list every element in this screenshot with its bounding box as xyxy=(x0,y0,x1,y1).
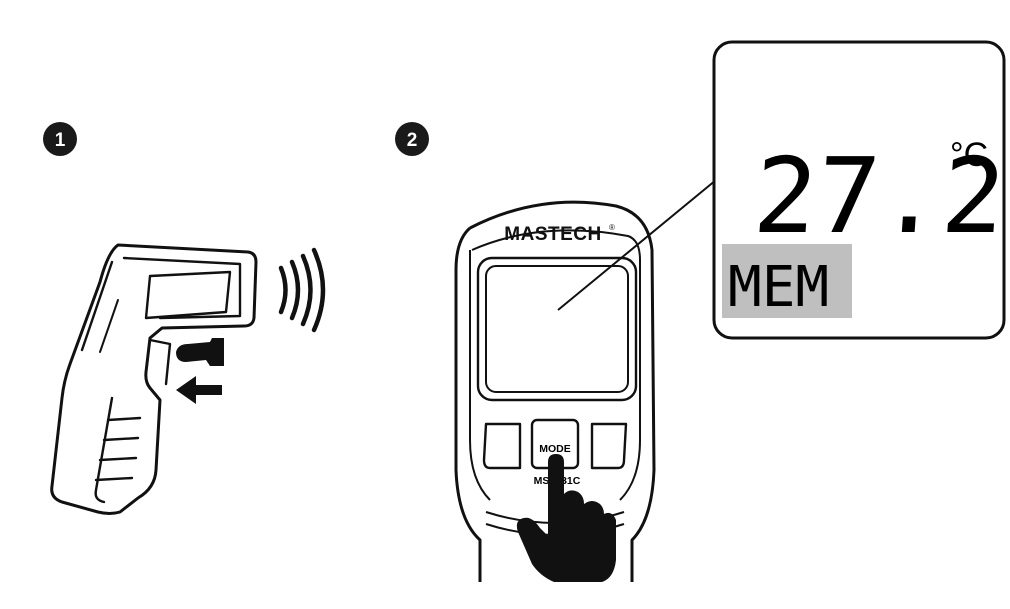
device-front-body xyxy=(454,200,656,582)
left-arrow-icon xyxy=(176,376,222,404)
zoomed-lcd-display xyxy=(712,40,1006,340)
step-badge-2: 2 xyxy=(395,122,429,156)
zoom-leader-line xyxy=(557,179,717,311)
temperature-reading: 27.2 xyxy=(750,135,1009,257)
mode-button-label: MODE xyxy=(539,443,571,455)
brand-registered-mark: ® xyxy=(609,223,615,232)
brand-logo-text: MASTECH xyxy=(504,224,601,245)
step-badge-1: 1 xyxy=(43,122,77,156)
trigger-finger-icon xyxy=(176,338,224,366)
step-number-1: 1 xyxy=(55,130,66,151)
ir-signal-waves-icon xyxy=(278,247,326,333)
mem-mode-text: MEM xyxy=(728,255,829,320)
temperature-unit: °C xyxy=(950,136,988,174)
mem-indicator-background xyxy=(722,244,852,318)
ir-thermometer-icon xyxy=(50,243,258,515)
step-number-2: 2 xyxy=(407,130,418,151)
pointing-hand-icon xyxy=(516,454,616,582)
